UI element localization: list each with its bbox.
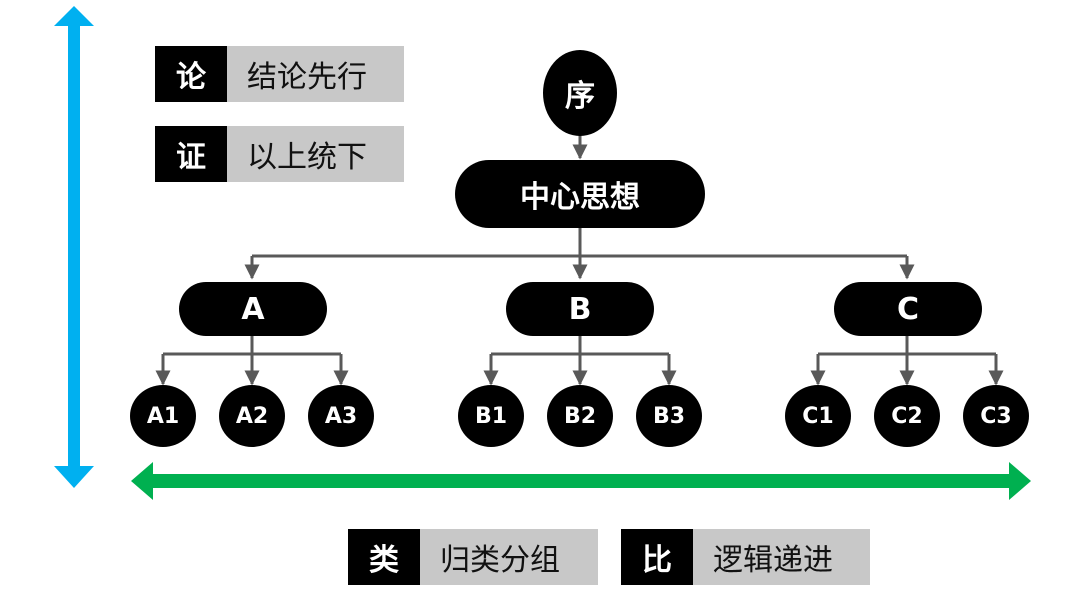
group-node-c: C	[834, 282, 982, 336]
leaf-node-a1: A1	[130, 385, 196, 447]
preface-node: 序	[543, 50, 617, 136]
tag-lun-value: 结论先行	[227, 46, 404, 102]
tag-bi-value: 逻辑递进	[693, 529, 870, 585]
tag-zheng-key: 证	[155, 126, 227, 182]
leaf-node-a3: A3	[308, 385, 374, 447]
leaf-node-c3: C3	[963, 385, 1029, 447]
leaf-node-c1: C1	[785, 385, 851, 447]
leaf-node-c2: C2	[874, 385, 940, 447]
leaf-node-a2: A2	[219, 385, 285, 447]
tag-lei-value: 归类分组	[420, 529, 598, 585]
leaf-node-b3: B3	[636, 385, 702, 447]
tree-connectors	[155, 135, 1004, 386]
tag-zheng: 证 以上统下	[155, 126, 404, 182]
horizontal-axis-arrow	[131, 462, 1031, 500]
group-node-b: B	[506, 282, 654, 336]
leaf-node-b1: B1	[458, 385, 524, 447]
tag-lei: 类 归类分组	[348, 529, 598, 585]
tag-bi: 比 逻辑递进	[621, 529, 870, 585]
vertical-axis-arrow	[54, 6, 94, 488]
tag-bi-key: 比	[621, 529, 693, 585]
central-idea-node: 中心思想	[455, 160, 705, 228]
tag-zheng-value: 以上统下	[227, 126, 404, 182]
group-node-a: A	[179, 282, 327, 336]
leaf-node-b2: B2	[547, 385, 613, 447]
tag-lun: 论 结论先行	[155, 46, 404, 102]
tag-lei-key: 类	[348, 529, 420, 585]
tag-lun-key: 论	[155, 46, 227, 102]
